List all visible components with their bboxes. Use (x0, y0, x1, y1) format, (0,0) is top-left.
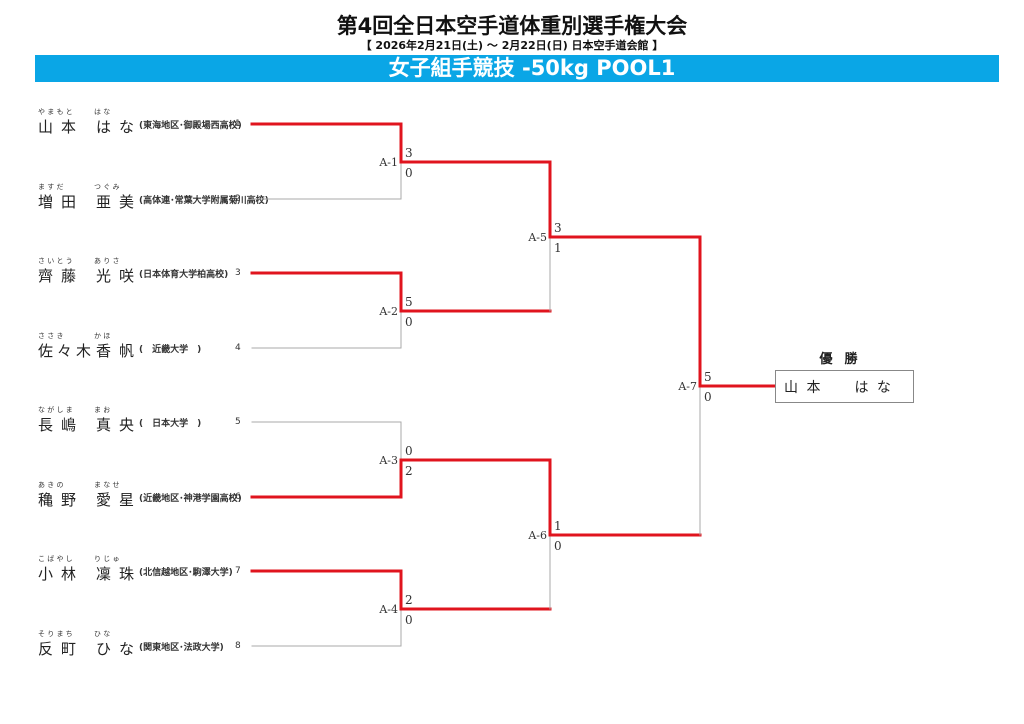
family-name: 佐々木 (38, 342, 96, 360)
tournament-title: 第4回全日本空手道体重別選手権大会 (336, 14, 688, 38)
match-score-top: 3 (405, 146, 413, 160)
champion-box: 山 本 は な (775, 370, 914, 403)
match-label: A-5 (527, 231, 547, 244)
affiliation: ( 日本大学 ) (139, 419, 202, 429)
given-name-kana: は な (94, 108, 111, 116)
family-name-kana: そ り ま ち (38, 630, 73, 638)
family-name-kana: さ さ き (38, 332, 64, 340)
family-name: 穐野 (38, 491, 85, 509)
tournament-dates-venue: 【 2026年2月21日(土) ～ 2月22日(日) 日本空手道会館 】 (360, 39, 664, 52)
match-score-top: 1 (554, 519, 562, 533)
family-name-kana: ま す だ (38, 183, 64, 191)
seed-number: 5 (235, 417, 241, 427)
division-banner: 女子組手競技 -50kg POOL1 (35, 55, 999, 82)
seed-number: 2 (235, 194, 241, 204)
seed-number: 4 (235, 343, 241, 353)
family-name-kana: や ま も と (38, 108, 73, 116)
match-score-top: 3 (554, 221, 562, 235)
affiliation: (高体連･常葉大学附属菊川高校) (139, 196, 269, 206)
given-name: ひな (96, 640, 143, 658)
affiliation: (北信越地区･駒澤大学) (139, 568, 233, 578)
match-score-bottom: 0 (704, 390, 712, 404)
match-label: A-2 (378, 305, 398, 318)
given-name: 香帆 (96, 342, 143, 360)
affiliation: (近畿地区･神港学園高校) (139, 494, 242, 504)
affiliation: (東海地区･御殿場西高校) (139, 121, 242, 131)
given-name-kana: ま な せ (94, 481, 120, 489)
match-score-bottom: 2 (405, 464, 413, 478)
family-name: 増田 (38, 193, 85, 211)
division-title: 女子組手競技 -50kg POOL1 (388, 56, 676, 80)
family-name: 長嶋 (38, 416, 85, 434)
given-name-kana: つ ぐ み (94, 183, 120, 191)
seed-number: 8 (235, 641, 241, 651)
match-score-top: 2 (405, 593, 413, 607)
match-score-bottom: 0 (405, 315, 413, 329)
match-label: A-7 (677, 380, 697, 393)
affiliation: (関東地区･法政大学) (139, 643, 224, 653)
given-name-kana: か ほ (94, 332, 111, 340)
given-name-kana: り じ ゅ (94, 555, 120, 563)
champion-label: 優勝 (819, 352, 870, 367)
match-score-bottom: 0 (554, 539, 562, 553)
given-name: 亜美 (96, 193, 143, 211)
match-score-top: 0 (405, 444, 413, 458)
given-name: 愛星 (96, 491, 143, 509)
given-name-kana: あ り さ (94, 257, 120, 265)
family-name-kana: さ い と う (38, 257, 73, 265)
family-name-kana: こ ば や し (38, 555, 73, 563)
given-name-kana: ま お (94, 406, 111, 414)
seed-number: 7 (235, 566, 241, 576)
match-score-bottom: 0 (405, 166, 413, 180)
given-name: 凜珠 (96, 565, 143, 583)
seed-number: 6 (235, 492, 241, 502)
match-label: A-6 (527, 529, 547, 542)
match-score-bottom: 0 (405, 613, 413, 627)
match-score-bottom: 1 (554, 241, 562, 255)
match-score-top: 5 (704, 370, 712, 384)
champion-name: 山 本 は な (784, 380, 893, 396)
match-score-top: 5 (405, 295, 413, 309)
affiliation: (日本体育大学柏高校) (139, 270, 229, 280)
seed-number: 3 (235, 268, 241, 278)
affiliation: ( 近畿大学 ) (139, 345, 202, 355)
family-name-kana: あ き の (38, 481, 64, 489)
family-name-kana: な が し ま (38, 406, 73, 414)
given-name-kana: ひ な (94, 630, 111, 638)
family-name: 反町 (38, 640, 85, 658)
given-name: はな (96, 118, 143, 136)
match-label: A-3 (378, 454, 398, 467)
given-name: 真央 (96, 416, 143, 434)
seed-number: 1 (235, 119, 241, 129)
given-name: 光咲 (96, 267, 143, 285)
family-name: 山本 (38, 118, 85, 136)
match-label: A-1 (378, 156, 398, 169)
family-name: 小林 (38, 565, 85, 583)
family-name: 齊藤 (38, 267, 85, 285)
match-label: A-4 (378, 603, 398, 616)
